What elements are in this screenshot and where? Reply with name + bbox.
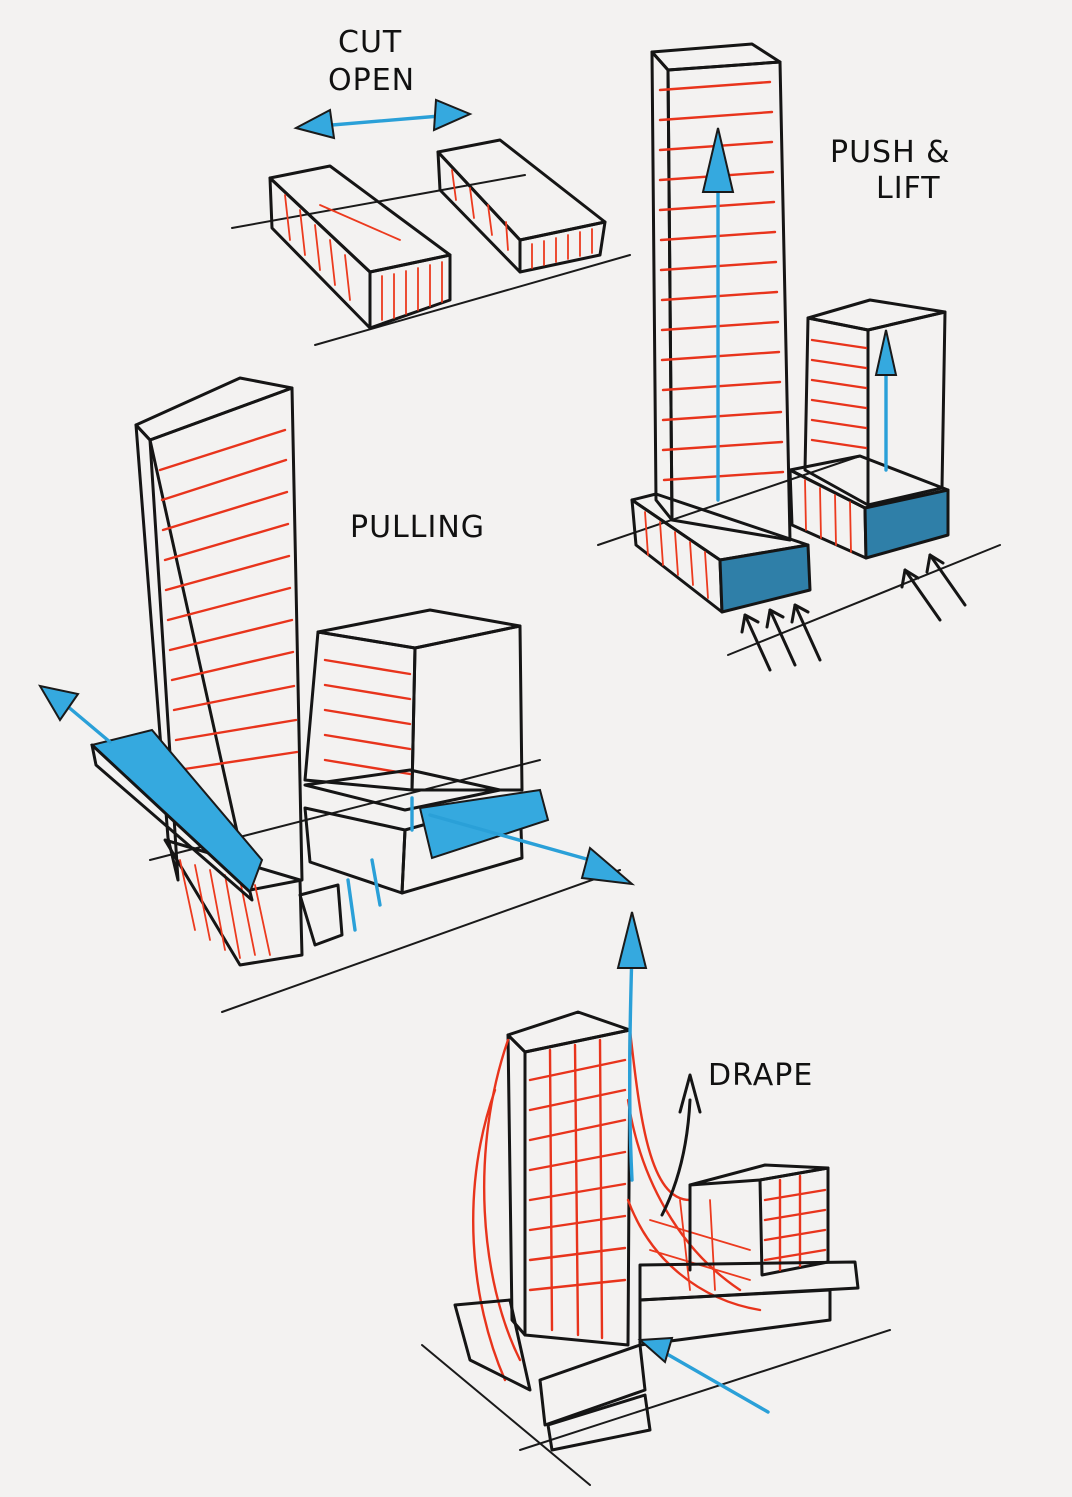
- cut-label: CUT: [338, 25, 402, 60]
- ground-line: [221, 869, 621, 1013]
- tall-slab-block: [134, 376, 304, 892]
- push-lift-sketch: PUSH & LIFT: [597, 42, 1001, 672]
- pulling-sketch: PULLING: [37, 376, 636, 1013]
- drape-right-block: [688, 1163, 830, 1277]
- right-bar-block: [436, 138, 607, 274]
- cut-open-double-arrow: [293, 98, 473, 140]
- drape-sketch: DRAPE: [421, 911, 891, 1486]
- ground-line: [727, 544, 1001, 656]
- pulling-up-arrows: [346, 796, 414, 932]
- left-bar-block: [268, 164, 452, 330]
- push-label: PUSH &: [830, 135, 951, 170]
- drape-podium: [453, 1260, 860, 1452]
- drape-push-arrow: [637, 1336, 770, 1414]
- tower-podium-block: [630, 492, 812, 614]
- open-label: OPEN: [328, 63, 415, 98]
- ground-line: [519, 1329, 891, 1451]
- lift-label: LIFT: [876, 171, 941, 206]
- lower-box-block: [303, 608, 524, 895]
- drape-lift-arrow: [616, 911, 648, 1182]
- pulled-bar-left: [37, 684, 264, 902]
- lift-arrow-tall: [701, 127, 735, 502]
- drape-tower-block: [472, 1010, 632, 1382]
- tall-tower-block: [650, 42, 792, 542]
- pulling-label: PULLING: [350, 510, 485, 545]
- cut-open-sketch: CUT OPEN: [231, 25, 631, 346]
- small-lifted-block: [788, 298, 950, 560]
- ground-line: [421, 1344, 591, 1486]
- lift-arrow-small: [874, 329, 898, 472]
- drape-small-arrow: [660, 1073, 702, 1217]
- push-arrows: [740, 553, 967, 672]
- drape-label: DRAPE: [708, 1058, 813, 1093]
- pulled-bar-right: [418, 788, 636, 886]
- ground-line: [314, 254, 631, 346]
- ground-line: [597, 455, 861, 546]
